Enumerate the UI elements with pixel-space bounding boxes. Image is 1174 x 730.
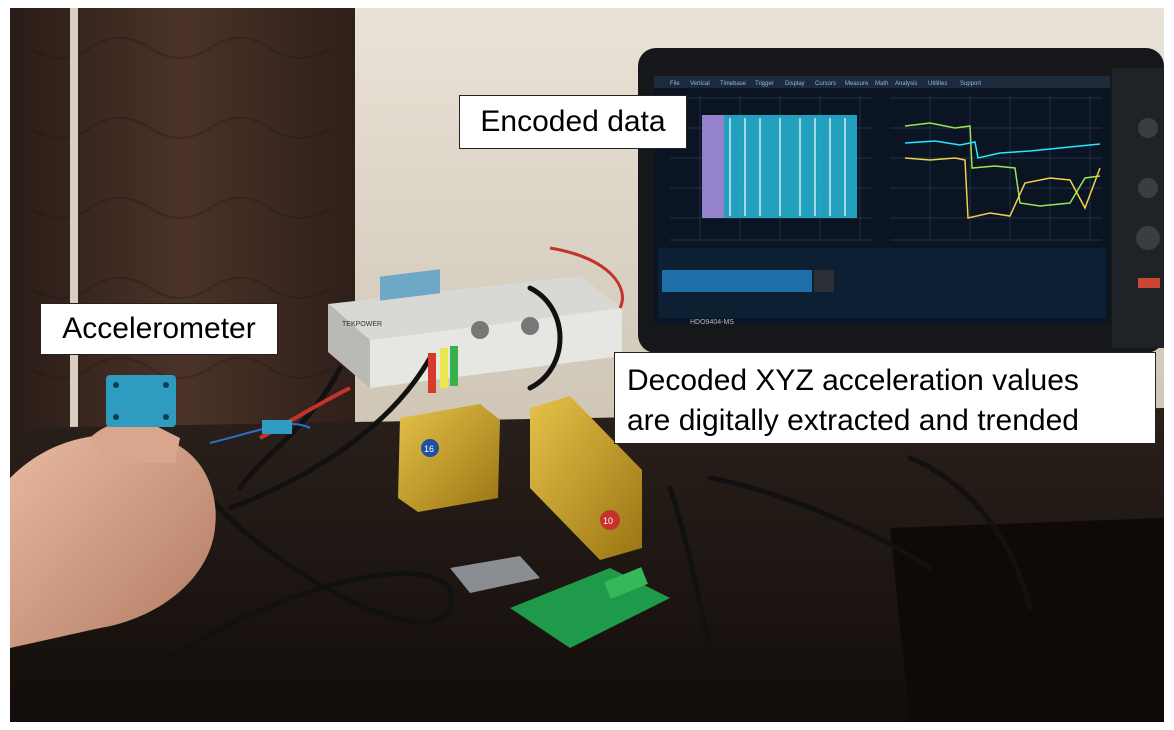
gold-module-16: 16 <box>398 404 500 512</box>
oscilloscope: File Vertical Timebase Trigger Display Curso… <box>638 48 1164 353</box>
svg-text:Math: Math <box>875 81 888 87</box>
svg-text:Measure: Measure <box>845 81 869 87</box>
svg-text:Timebase: Timebase <box>720 81 747 87</box>
leather-divider <box>10 8 355 448</box>
callout-encoded-data: Encoded data <box>459 95 687 149</box>
svg-text:16: 16 <box>424 444 434 454</box>
hand-with-accelerometer <box>10 375 216 648</box>
svg-text:HDO9404-MS: HDO9404-MS <box>690 319 734 326</box>
svg-text:Cursors: Cursors <box>815 81 836 87</box>
callout-decoded-line1: Decoded XYZ acceleration values <box>627 364 1079 397</box>
svg-text:Analysis: Analysis <box>895 81 917 87</box>
callout-decoded-line2: are digitally extracted and trended <box>627 404 1079 437</box>
svg-text:10: 10 <box>603 516 613 526</box>
svg-text:TEKPOWER: TEKPOWER <box>342 321 382 328</box>
svg-text:Utilities: Utilities <box>928 81 947 87</box>
callout-decoded-values: Decoded XYZ acceleration values are digi… <box>614 352 1156 444</box>
gold-module-10: 10 <box>530 396 642 560</box>
pcb-board <box>450 556 670 648</box>
desk <box>10 408 1164 722</box>
scene-svg: File Vertical Timebase Trigger Display Curso… <box>10 8 1164 722</box>
callout-accelerometer: Accelerometer <box>40 303 278 355</box>
svg-text:File: File <box>670 81 680 87</box>
svg-text:Trigger: Trigger <box>755 81 774 87</box>
svg-text:Support: Support <box>960 81 981 87</box>
svg-text:Display: Display <box>785 81 805 87</box>
svg-text:Vertical: Vertical <box>690 81 710 87</box>
